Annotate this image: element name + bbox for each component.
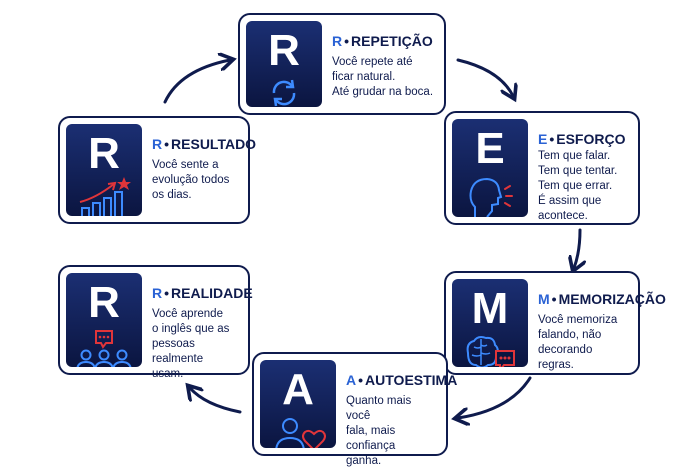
arrow-repeticao-to-esforco <box>456 58 513 96</box>
tile-esforco: E <box>452 119 528 217</box>
tile-memorizacao: M <box>452 279 528 367</box>
brain-chat-icon <box>466 336 515 367</box>
tile-letter: R <box>268 26 300 75</box>
card-esforco: E E•ESFORÇO Tem que falar.Tem que tentar… <box>444 111 640 225</box>
speaking-head-icon <box>469 177 513 217</box>
tile-letter: A <box>282 365 314 414</box>
card-title: R•RESULTADO <box>152 136 257 152</box>
tile-realidade: R <box>66 273 142 367</box>
arrow-resultado-to-repeticao <box>163 60 230 104</box>
people-chat-icon <box>76 330 132 367</box>
tile-resultado: R <box>66 124 142 216</box>
tile-autoestima: A <box>260 360 336 448</box>
arrow-esforco-to-memorizacao <box>574 228 580 268</box>
card-title: R•REALIDADE <box>152 285 253 301</box>
growth-chart-icon <box>79 177 131 216</box>
refresh-icon <box>272 79 296 107</box>
card-title: M•MEMORIZAÇÃO <box>538 291 666 307</box>
card-title: A•AUTOESTIMA <box>346 372 458 388</box>
tile-letter: R <box>88 278 120 327</box>
tile-letter: R <box>88 129 120 178</box>
arrow-autoestima-to-realidade <box>190 388 242 414</box>
tile-letter: E <box>475 124 505 173</box>
card-title: E•ESFORÇO <box>538 131 626 147</box>
tile-letter: M <box>471 284 509 333</box>
tile-repeticao: R <box>246 21 322 107</box>
card-title: R•REPETIÇÃO <box>332 33 433 49</box>
card-description: Tem que falar.Tem que tentar.Tem que err… <box>538 150 618 222</box>
person-heart-icon <box>275 418 326 448</box>
arrow-memorizacao-to-autoestima <box>458 376 532 418</box>
